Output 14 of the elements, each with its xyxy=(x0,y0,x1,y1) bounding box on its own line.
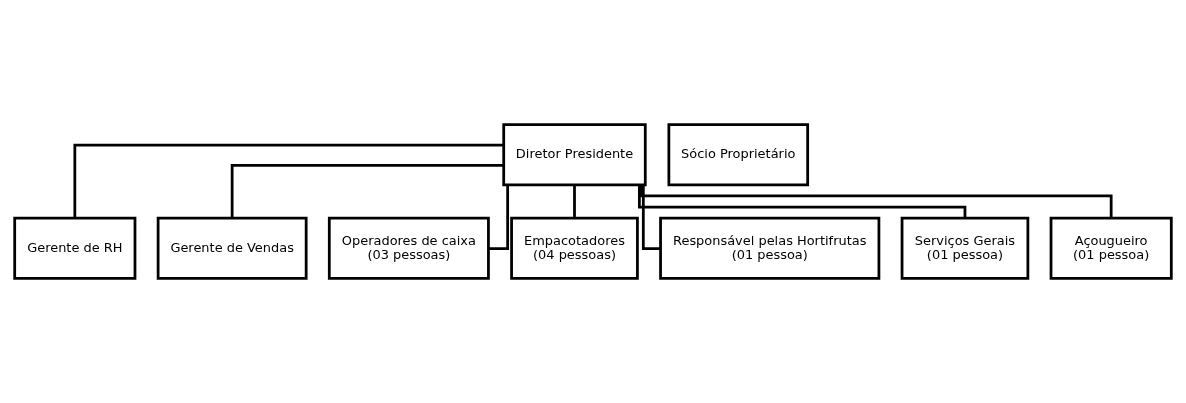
node-box: Açougueiro (01 pessoa) xyxy=(1049,216,1173,280)
node-box: Sócio Proprietário xyxy=(667,123,810,187)
connector xyxy=(638,184,967,218)
node-box: Responsável pelas Hortifrutas (01 pessoa) xyxy=(659,216,881,280)
node-box: Operadores de caixa (03 pessoas) xyxy=(327,216,490,280)
node-box: Diretor Presidente xyxy=(502,123,647,187)
connector xyxy=(573,184,576,218)
connector xyxy=(230,164,504,219)
connector xyxy=(639,185,1113,219)
node-box: Gerente de Vendas xyxy=(156,216,308,280)
node-box: Empacotadores (04 pessoas) xyxy=(510,216,639,280)
connector xyxy=(73,143,504,219)
node-box: Serviços Gerais (01 pessoa) xyxy=(900,216,1030,280)
node-box: Gerente de RH xyxy=(13,216,137,280)
